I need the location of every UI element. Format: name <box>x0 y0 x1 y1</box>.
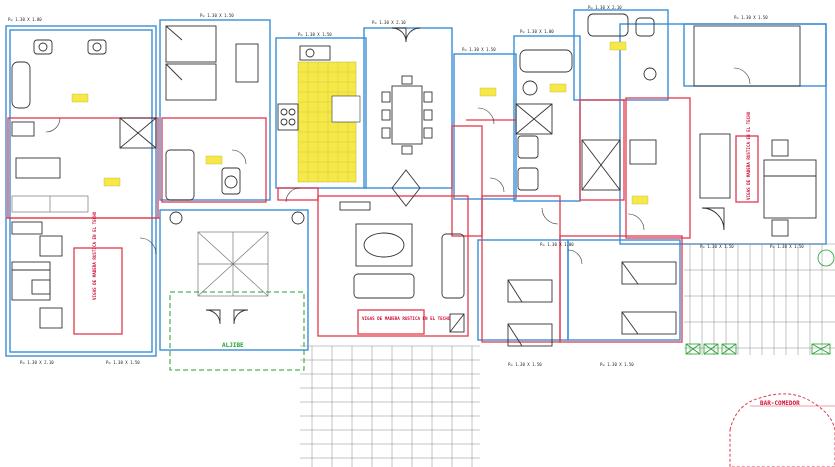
dimension-label: P= 1.30 X 1.00 <box>520 29 554 34</box>
left-bathroom <box>11 39 157 179</box>
exterior-walls <box>5 9 827 357</box>
dimension-label: P= 1.30 X 1.50 <box>700 244 734 249</box>
left-wardrobes <box>11 195 89 213</box>
beam-note-left: VIGAS DE MADERA RUSTICA EN EL TECHO <box>92 211 97 300</box>
dining-room <box>381 27 433 207</box>
central-courtyard <box>169 211 305 325</box>
dimension-label: P= 1.30 X 1.50 <box>298 32 332 37</box>
central-bathroom <box>515 13 657 191</box>
beam-note-living: VIGAS DE MADERA RUSTICA EN EL TECHO <box>362 316 451 321</box>
interior-walls <box>6 97 691 343</box>
bar-comedor: BAR-COMEDOR <box>729 393 835 467</box>
front-pergola <box>300 345 480 467</box>
dimension-label: P= 1.30 X 2.10 <box>20 360 54 365</box>
dimension-label: P= 1.30 X 1.00 <box>540 242 574 247</box>
beam-note-master: VIGAS DE MADERA RUSTICA EN EL TECHO <box>746 111 751 200</box>
upper-bunk-room <box>165 25 259 201</box>
cistern: ALJIBE <box>169 291 305 371</box>
dimension-label: P= 1.30 X 2.10 <box>372 20 406 25</box>
master-suite: VIGAS DE MADERA RUSTICA EN EL TECHO <box>629 25 817 237</box>
plant-boxes <box>685 249 835 355</box>
dimension-label: P= 1.30 X 1.50 <box>770 244 804 249</box>
bottom-bedroom-right <box>621 261 677 335</box>
living-room: VIGAS DE MADERA RUSTICA EN EL TECHO <box>339 201 465 335</box>
side-pergola <box>684 243 835 355</box>
dimension-label: P= 1.30 X 1.80 <box>8 17 42 22</box>
dimension-label: P= 1.30 X 1.50 <box>106 360 140 365</box>
bar-comedor-label: BAR-COMEDOR <box>760 400 800 407</box>
door-swings <box>45 67 751 265</box>
room-tags <box>71 41 649 205</box>
cistern-label: ALJIBE <box>222 342 244 349</box>
dimension-label: P= 1.30 X 1.50 <box>734 15 768 20</box>
dimension-labels: P= 1.30 X 1.80 P= 1.30 X 1.50 P= 1.30 X … <box>8 5 804 367</box>
dimension-label: P= 1.30 X 1.50 <box>600 362 634 367</box>
bottom-bedroom-left <box>507 279 553 347</box>
dimension-label: P= 1.30 X 2.10 <box>588 5 622 10</box>
dimension-label: P= 1.30 X 1.50 <box>200 13 234 18</box>
left-bedroom: VIGAS DE MADERA RUSTICA EN EL TECHO <box>11 211 123 335</box>
dimension-label: P= 1.30 X 1.50 <box>462 47 496 52</box>
kitchen <box>277 45 361 183</box>
dimension-label: P= 1.30 X 1.50 <box>508 362 542 367</box>
